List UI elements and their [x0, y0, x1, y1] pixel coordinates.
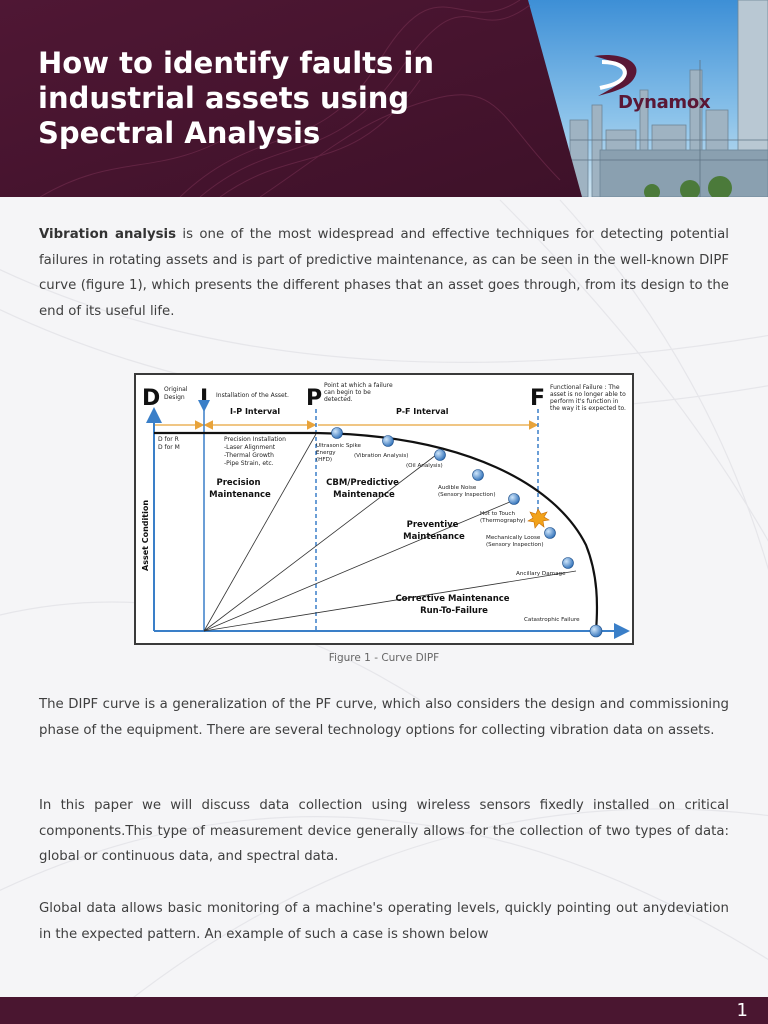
marker-audible — [472, 469, 484, 481]
label-vibration: (Vibration Analysis) — [354, 453, 408, 459]
intro-paragraph: Vibration analysis is one of the most wi… — [39, 222, 729, 324]
label-ultrasonic-line-3: (HFD) — [316, 457, 332, 463]
d-note-line-2: Design — [164, 394, 185, 401]
region-preventive-line-1: Preventive — [407, 520, 459, 530]
p-note-line-3: detected. — [324, 396, 353, 403]
marker-oil — [434, 449, 446, 461]
i-note: Installation of the Asset. — [216, 392, 289, 399]
intro-bold-lead: Vibration analysis — [39, 227, 176, 242]
marker-thermography — [508, 493, 520, 505]
paragraph-wireless: In this paper we will discuss data colle… — [39, 798, 729, 865]
marker-catastrophic — [589, 624, 603, 638]
f-note-line-2: asset is no longer able to — [550, 391, 626, 398]
paragraph-global-data: Global data allows basic monitoring of a… — [39, 901, 729, 942]
dipf-diagram: D I P F Original Design Installation of … — [141, 382, 630, 639]
curve-markers — [331, 427, 603, 638]
marker-ancillary — [562, 557, 574, 569]
page-number: 1 — [736, 1000, 748, 1021]
marker-ultrasonic — [331, 427, 343, 439]
figure-caption: Figure 1 - Curve DIPF — [328, 652, 440, 664]
label-oil: (Oil Analysis) — [406, 463, 443, 469]
region-precision: Precision Maintenance — [209, 478, 271, 500]
label-ultrasonic-line-1: Ultrasonic Spike — [316, 443, 362, 449]
region-cbm: CBM/Predictive Maintenance — [326, 478, 402, 500]
region-precision-line-1: Precision — [217, 478, 261, 488]
header-artwork — [0, 0, 768, 200]
functional-failure-star-icon — [527, 508, 550, 529]
logo-text: Dynamox — [618, 92, 711, 113]
ip-interval-label: I-P Interval — [230, 407, 280, 416]
intro-text: is one of the most widespread and effect… — [39, 227, 729, 319]
region-cbm-line-2: Maintenance — [333, 490, 395, 500]
marker-loose — [544, 527, 556, 539]
label-audible-line-1: Audible Noise — [438, 485, 477, 491]
region-cbm-line-1: CBM/Predictive — [326, 478, 399, 488]
header-banner: How to identify faults in industrial ass… — [0, 0, 768, 200]
page-title: How to identify faults in industrial ass… — [38, 46, 434, 150]
pf-interval-label: P-F Interval — [396, 407, 449, 416]
label-ancillary: Ancillary Damage — [516, 571, 566, 577]
letter-d: D — [142, 386, 160, 411]
label-catastrophic: Catastrophic Failure — [524, 617, 580, 623]
label-loose-line-2: (Sensory Inspection) — [486, 542, 544, 548]
region-corrective-line-1: Corrective Maintenance — [395, 594, 509, 604]
label-loose: Mechanically Loose (Sensory Inspection) — [486, 535, 544, 548]
label-ultrasonic: Ultrasonic Spike Energy (HFD) — [316, 443, 363, 463]
dipf-figure: D I P F Original Design Installation of … — [134, 373, 634, 645]
label-audible-line-2: (Sensory Inspection) — [438, 492, 496, 498]
region-preventive-line-2: Maintenance — [403, 532, 465, 542]
letter-i: I — [200, 386, 208, 411]
label-hot-line-2: (Thermography) — [480, 518, 526, 524]
label-audible: Audible Noise (Sensory Inspection) — [438, 485, 496, 498]
dynamox-logo-icon — [594, 54, 637, 96]
p-note-line-2: can begin to be — [324, 389, 371, 396]
f-note-line-4: the way it is expected to. — [550, 405, 626, 412]
d-note: Original Design — [164, 386, 189, 401]
precision-item-4: -Pipe Strain, etc. — [224, 460, 274, 467]
precision-item-3: -Thermal Growth — [224, 452, 274, 459]
region-preventive: Preventive Maintenance — [403, 520, 465, 542]
d-for-list: D for R D for M — [158, 436, 181, 451]
p-note: Point at which a failure can begin to be… — [324, 382, 395, 403]
label-hot-line-1: Hot to Touch — [480, 511, 516, 517]
marker-vibration — [382, 435, 394, 447]
footer-bar: 1 — [0, 997, 768, 1024]
region-corrective-line-2: Run-To-Failure — [420, 606, 488, 616]
d-note-line-1: Original — [164, 386, 188, 393]
f-note-line-1: Functional Failure : The — [550, 384, 620, 391]
letter-p: P — [306, 386, 322, 411]
d-for-m: D for M — [158, 444, 180, 451]
f-note: Functional Failure : The asset is no lon… — [550, 384, 628, 412]
precision-list: Precision Installation -Laser Alignment … — [224, 436, 288, 467]
d-for-r: D for R — [158, 436, 179, 443]
letter-f: F — [530, 386, 545, 411]
label-ultrasonic-line-2: Energy — [316, 450, 336, 456]
pf-curve — [154, 431, 599, 632]
region-precision-line-2: Maintenance — [209, 490, 271, 500]
paragraph-dipf: The DIPF curve is a generalization of th… — [39, 697, 729, 738]
fan-lines — [203, 433, 577, 632]
label-loose-line-1: Mechanically Loose — [486, 535, 541, 541]
f-note-line-3: perform it's function in — [550, 398, 619, 405]
p-note-line-1: Point at which a failure — [324, 382, 393, 389]
region-corrective: Corrective Maintenance Run-To-Failure — [395, 594, 512, 616]
precision-item-1: Precision Installation — [224, 436, 286, 443]
y-axis-label: Asset Condition — [141, 500, 150, 571]
precision-item-2: -Laser Alignment — [224, 444, 276, 451]
label-hot: Hot to Touch (Thermography) — [480, 511, 526, 524]
